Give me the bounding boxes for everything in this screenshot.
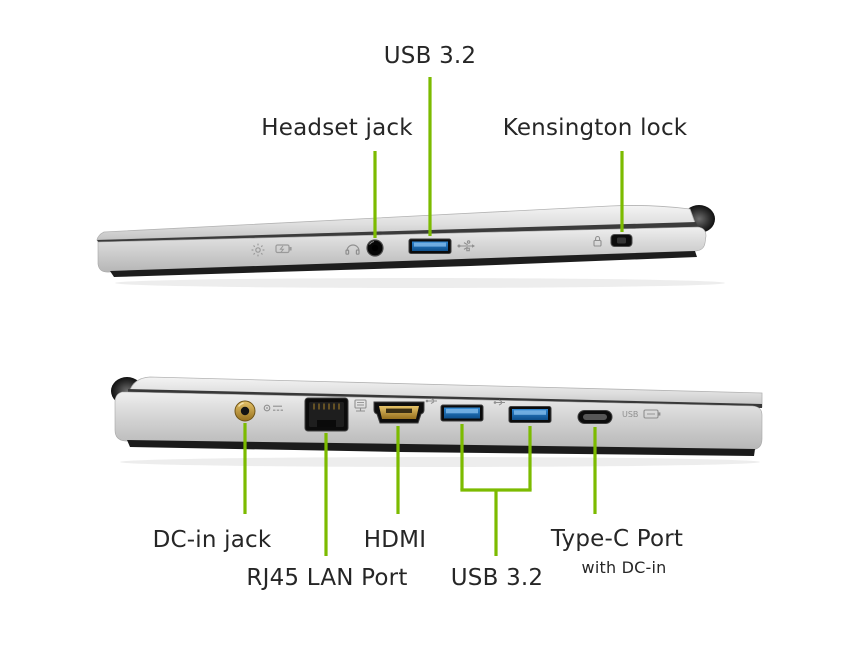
label-headset-jack: Headset jack (261, 115, 413, 141)
dc-in-port (234, 400, 256, 422)
usb-c-port (577, 410, 613, 424)
base-bottom-edge (110, 251, 697, 277)
laptop-right-side-view (96, 205, 725, 288)
label-hdmi: HDMI (363, 527, 427, 553)
laptop-lid (96, 205, 696, 241)
base-bottom-edge (127, 440, 755, 456)
battery-led-icon (275, 244, 292, 254)
headset-jack-port (366, 239, 384, 257)
label-type-c-sub: with DC-in (581, 558, 667, 577)
power-led-icon (251, 243, 265, 257)
lock-icon (593, 235, 602, 247)
drop-shadow (115, 278, 725, 288)
battery-icon (643, 409, 661, 419)
kensington-lock-slot (610, 234, 633, 247)
lan-icon (354, 399, 367, 412)
rj45-lan-port (304, 397, 349, 432)
label-type-c-port: Type-C Port (550, 526, 684, 552)
usb-icon (457, 240, 475, 252)
laptop-left-side-view: USB (111, 376, 763, 467)
dc-in-icon (263, 404, 283, 412)
usb-c-printed-icons: USB (622, 409, 661, 419)
usb-a-port-top (408, 238, 452, 254)
laptop-base (97, 226, 707, 273)
hdmi-port (373, 401, 425, 424)
label-usb32-top: USB 3.2 (383, 43, 477, 69)
label-kensington-lock: Kensington lock (502, 115, 688, 141)
laptop-lid (128, 376, 763, 408)
usb-printed-text: USB (622, 410, 638, 419)
usb-a-port-2 (508, 406, 552, 423)
callout-lines (243, 77, 624, 556)
usb-a-port-1 (440, 404, 484, 422)
label-rj45-lan-port: RJ45 LAN Port (246, 565, 408, 591)
label-dc-in-jack: DC-in jack (152, 527, 272, 553)
usb-ss-icon-2 (493, 399, 505, 406)
label-usb32-bottom: USB 3.2 (450, 565, 544, 591)
usb-ss-icon-1 (425, 397, 437, 405)
drop-shadow (120, 457, 760, 467)
headset-icon (345, 244, 360, 255)
